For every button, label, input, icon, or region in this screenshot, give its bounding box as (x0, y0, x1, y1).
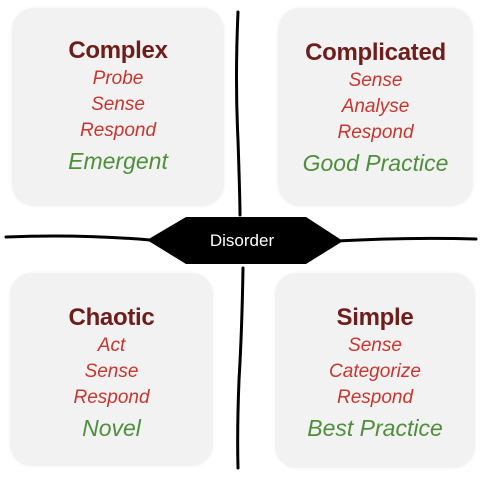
bottom-vertical-divider (236, 266, 245, 470)
top-vertical-divider (235, 10, 242, 217)
chaotic-title: Chaotic (68, 304, 155, 331)
simple-step-3: Respond (336, 387, 414, 408)
simple-approach: Best Practice (307, 415, 443, 441)
chaotic-step-2: Sense (84, 361, 139, 382)
simple-domain-panel: Simple Sense Categorize Respond Best Pra… (275, 273, 475, 468)
simple-step-2: Categorize (329, 361, 421, 382)
simple-step-1: Sense (348, 335, 402, 356)
complex-approach: Emergent (68, 148, 168, 174)
disorder-label: Disorder (209, 231, 275, 250)
chaotic-domain-panel: Chaotic Act Sense Respond Novel (10, 273, 213, 466)
simple-title: Simple (336, 304, 414, 331)
chaotic-step-3: Respond (73, 387, 150, 408)
complicated-step-3: Respond (337, 122, 414, 143)
complex-domain-panel: Complex Probe Sense Respond Emergent (12, 8, 224, 206)
complex-step-2: Sense (91, 94, 145, 115)
complicated-step-1: Sense (348, 70, 403, 91)
left-horizontal-divider (4, 234, 152, 242)
chaotic-step-1: Act (97, 335, 126, 356)
complicated-approach: Good Practice (302, 150, 449, 176)
complicated-domain-panel: Complicated Sense Analyse Respond Good P… (278, 8, 473, 206)
complex-step-1: Probe (92, 68, 144, 89)
complex-step-3: Respond (79, 120, 157, 141)
complicated-title: Complicated (305, 39, 446, 66)
complex-title: Complex (68, 37, 168, 64)
chaotic-approach: Novel (82, 415, 141, 441)
complicated-step-2: Analyse (341, 96, 410, 117)
right-horizontal-divider (334, 236, 478, 243)
